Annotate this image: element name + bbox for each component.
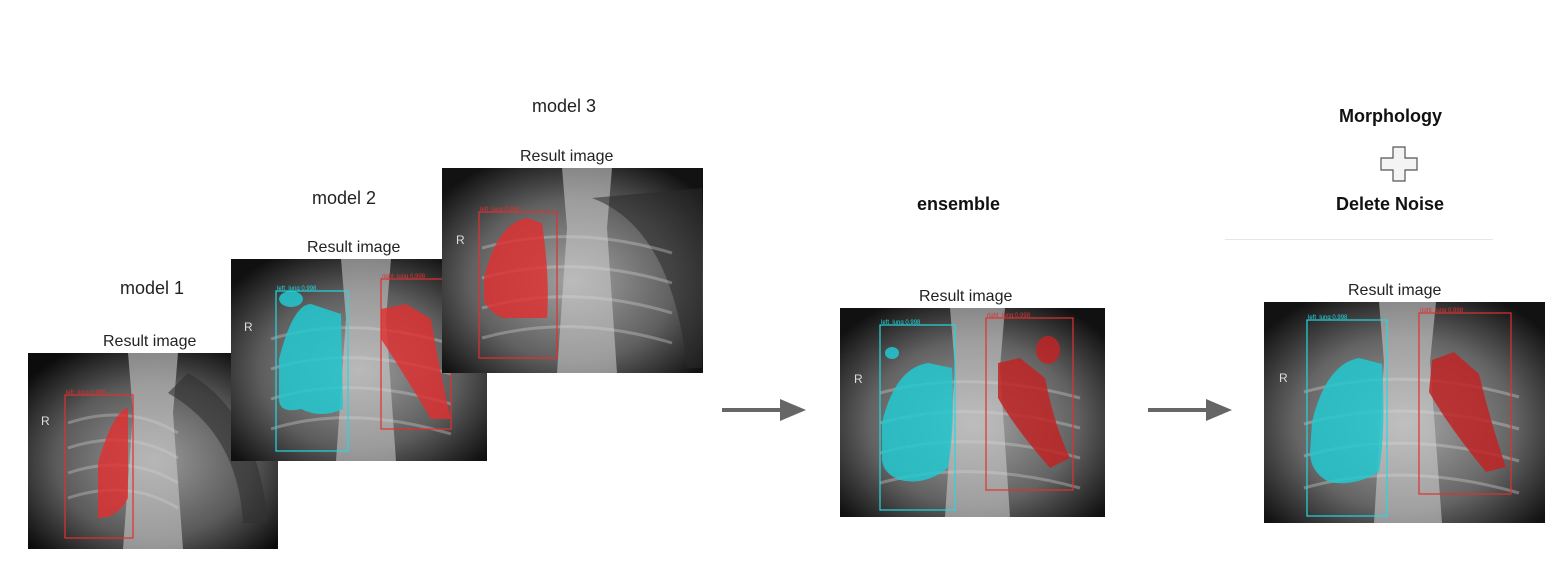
model-2-label: model 2 — [312, 188, 377, 208]
postprocess-result-label: Result image — [1348, 282, 1442, 299]
model-1-det-label: left_lung 0.998 — [66, 390, 106, 396]
model-2-right-det-label: right_lung 0.998 — [382, 274, 426, 280]
model-1-lung-mask — [98, 408, 128, 518]
ensemble-left-det-label: left_lung 0.998 — [881, 320, 921, 326]
arrow-right-icon — [1148, 399, 1232, 421]
ensemble-left-blob — [885, 347, 899, 359]
delete-noise-label: Delete Noise — [1336, 194, 1445, 214]
ensemble-right-bbox — [985, 317, 1074, 491]
model-3-bbox — [478, 211, 558, 359]
ensemble-result-label: Result image — [919, 288, 1013, 305]
postprocess-left-det-label: left_lung 0.998 — [1308, 315, 1348, 321]
model-3-xray-image: R left_lung 0.994 — [442, 168, 703, 373]
ensemble-right-blob — [1036, 336, 1060, 364]
marker-r: R — [41, 414, 50, 428]
postprocess-left-bbox — [1306, 319, 1388, 517]
model-2-left-det-label: left_lung 0.998 — [277, 286, 317, 292]
svg-text:R: R — [244, 320, 253, 334]
model-3-result-label: Result image — [520, 148, 614, 165]
ensemble-right-det-label: right_lung 0.998 — [987, 313, 1031, 319]
model-2-left-mask — [279, 304, 343, 414]
postprocess-right-mask — [1429, 352, 1506, 472]
plus-icon — [1380, 146, 1418, 182]
ensemble-xray-image: R left_lung 0.998 right_lung 0.998 — [840, 308, 1105, 517]
postprocess-xray-image: R left_lung 0.998 right_lung 0.998 — [1264, 302, 1545, 523]
ensemble-right-mask — [998, 358, 1070, 468]
divider — [1225, 239, 1493, 240]
model-1-result-label: Result image — [103, 333, 197, 350]
model-1-label: model 1 — [120, 278, 185, 298]
model-3-lung-mask — [484, 218, 548, 318]
model-1-bbox — [64, 394, 134, 539]
svg-text:R: R — [456, 233, 465, 247]
model-3-label: model 3 — [532, 96, 597, 116]
ensemble-left-bbox — [879, 324, 956, 511]
model-2-result-label: Result image — [307, 239, 401, 256]
svg-text:R: R — [1279, 371, 1288, 385]
ensemble-label: ensemble — [917, 194, 1001, 214]
model-2-left-blob — [279, 291, 303, 307]
model-2-right-mask — [381, 304, 451, 419]
model-3-det-label: left_lung 0.994 — [480, 207, 520, 213]
model-2-left-bbox — [275, 290, 349, 452]
svg-text:R: R — [854, 372, 863, 386]
arrow-right-icon — [722, 399, 806, 421]
postprocess-left-mask — [1310, 358, 1384, 484]
ensemble-left-mask — [882, 363, 953, 482]
postprocess-right-det-label: right_lung 0.998 — [1420, 308, 1464, 314]
morphology-label: Morphology — [1339, 106, 1442, 126]
postprocess-right-bbox — [1418, 312, 1512, 495]
